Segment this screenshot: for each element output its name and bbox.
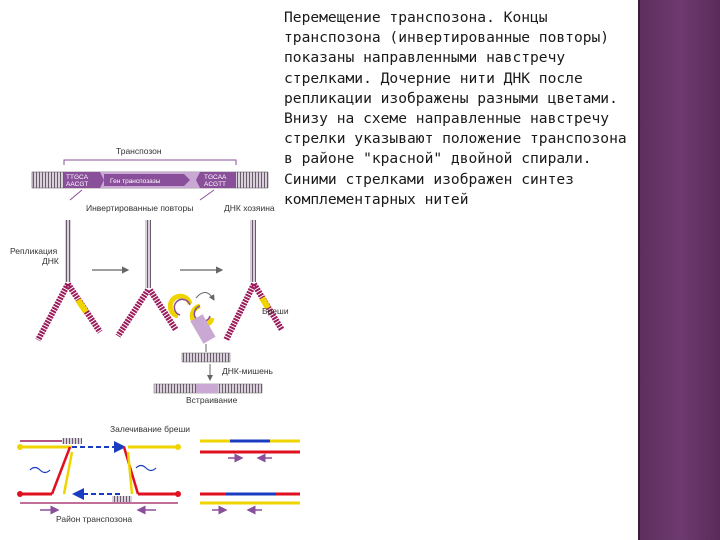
red-strand-left-diag	[50, 446, 72, 495]
host-dna-label: ДНК хозяина	[224, 203, 275, 213]
repeat-pointer-left	[69, 189, 83, 201]
replication-label-line2: ДНК	[42, 256, 59, 266]
transposon-diagram: Транспозон TTGCA AACGT Ген транспозазы T…	[10, 146, 300, 524]
end-dot-2	[175, 444, 181, 450]
transfer-arrow	[195, 292, 215, 301]
excised-transposon-loop-outline	[173, 298, 191, 316]
replication-section: Репликация ДНК Бреши ДНК-мишень Встраи	[10, 220, 289, 405]
gap-repair-section: Залечивание бреши Район транспозона	[17, 424, 300, 524]
gap-label: Бреши	[262, 306, 289, 316]
left-inverted-repeat-arrow	[64, 172, 104, 188]
replication-label: Репликация	[10, 246, 58, 256]
insertion-label: Встраивание	[186, 395, 238, 405]
wavy-strand-right	[135, 464, 157, 472]
yellow-strand-right-diag	[126, 451, 134, 495]
left-seq-bottom: AACGT	[66, 181, 88, 188]
transposon-region-label: Район транспозона	[56, 514, 132, 524]
inserted-transposon	[196, 384, 218, 393]
right-inverted-repeat-arrow	[196, 172, 236, 188]
fork3-left-arm	[223, 282, 257, 342]
target-dna	[181, 352, 231, 363]
end-dot-3	[17, 491, 23, 497]
end-dot-1	[17, 444, 23, 450]
fork1-left-arm	[35, 282, 71, 342]
parent-dna-2	[145, 220, 151, 288]
gap-repair-label: Залечивание бреши	[110, 424, 190, 434]
transposon-bracket	[63, 159, 237, 165]
wavy-strand-left	[29, 466, 51, 474]
right-seq-bottom: ACGTT	[204, 181, 226, 188]
transposon-segment	[190, 314, 216, 344]
caption-text: Перемещение транспозона. Концы транспозо…	[284, 9, 627, 208]
end-dot-4	[175, 491, 181, 497]
repeat-box-right	[112, 496, 132, 502]
transposon-label: Транспозон	[116, 146, 162, 156]
transposase-gene-arrow	[104, 174, 190, 186]
parent-dna-3	[250, 220, 256, 282]
inverted-repeats-label: Инвертированные повторы	[86, 203, 193, 213]
repeat-pointer-right	[199, 189, 215, 201]
excised-transposon-loop	[167, 293, 193, 319]
left-seq-top: TTGCA	[66, 174, 89, 181]
decorative-band-edge	[638, 0, 640, 540]
fork2-left-arm	[115, 288, 151, 338]
target-dna-label: ДНК-мишень	[222, 366, 274, 376]
fork2-right-arm	[147, 288, 179, 332]
repeat-box-left	[62, 438, 82, 444]
yellow-strand-left-diag	[62, 451, 74, 495]
parent-dna-1-rect	[65, 220, 71, 282]
fork1-yellow-segment	[75, 298, 89, 314]
fork3-yellow-segment	[259, 296, 271, 310]
decorative-purple-band	[640, 0, 720, 540]
transposase-gene-label: Ген транспозазы	[110, 178, 161, 185]
right-seq-top: TGCAA	[204, 174, 227, 181]
top-transposon-section: Транспозон TTGCA AACGT Ген транспозазы T…	[31, 146, 275, 213]
